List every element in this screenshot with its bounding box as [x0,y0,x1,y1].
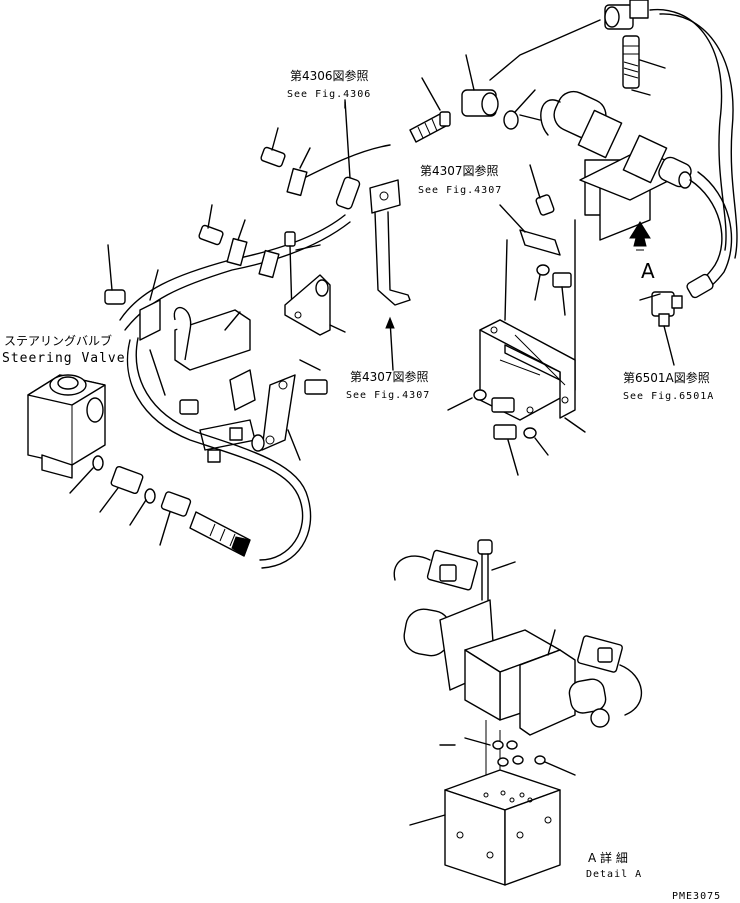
hose-clamps [198,99,361,279]
ref-4306-en: See Fig.4306 [287,89,371,100]
view-arrow-letter: A [641,259,655,283]
ref-4307-mid-en: See Fig.4307 [346,390,430,401]
mounting-bracket [447,204,586,476]
ref-4307-top-en: See Fig.4307 [418,185,502,196]
ref-6501a-jp: 第6501A図参照 [623,370,710,385]
solenoid-valve-block: A [519,90,692,283]
steering-valve [27,374,106,479]
lower-hose-loop [126,339,304,561]
center-bracket [369,179,411,371]
ref-4307-top-jp: 第4307図参照 [420,163,499,178]
small-bracket-bolt [284,231,346,336]
detail-a-en: Detail A [586,869,642,880]
main-hose-top [299,144,391,181]
detail-a-assembly [393,539,642,886]
lower-brackets [104,244,328,463]
drawing-code: PME3075 [672,891,721,902]
steering-valve-en: Steering Valve [2,351,126,366]
ref-4307-mid-jp: 第4307図参照 [350,369,429,384]
elbow-fitting-6501a [651,291,683,366]
ref-4306-jp: 第4306図参照 [290,68,369,83]
detail-a-jp: A 詳 細 [588,850,628,865]
steering-valve-jp: ステアリングバルブ [4,333,112,348]
ref-6501a-en: See Fig.6501A [623,391,714,402]
view-arrow-a: A [629,221,655,283]
hose-end-fitting [686,273,714,299]
top-hose-assembly [409,0,738,259]
steering-fittings [69,455,251,557]
